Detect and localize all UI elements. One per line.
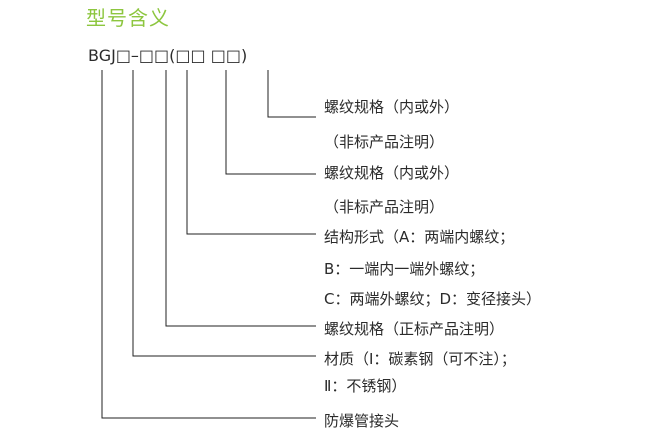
model-code: BGJ□–□□(□□ □□) (88, 46, 248, 65)
desc-structure-type: 结构形式（A：两端内螺纹； (324, 228, 515, 246)
desc-thread-spec-2: 螺纹规格（内或外） (324, 98, 460, 116)
leader-line-material (132, 70, 316, 357)
desc-material: 材质（Ⅰ：碳素钢（可不注）； (324, 350, 516, 368)
page-title: 型号含义 (86, 6, 170, 30)
leader-line-thread-spec-2 (267, 70, 316, 118)
leader-line-structure-type (186, 70, 316, 235)
desc-material-stainless: Ⅱ：不锈钢） (324, 377, 407, 395)
leader-line-product-name (101, 70, 316, 419)
desc-structure-type-cd: C：两端外螺纹；D：变径接头） (324, 290, 542, 308)
leader-line-thread-spec-1 (225, 70, 316, 175)
desc-thread-spec-1-note: （非标产品注明） (324, 198, 445, 216)
leader-line-thread-spec-main (165, 70, 316, 327)
desc-structure-type-b: B：一端内一端外螺纹； (324, 260, 485, 278)
desc-thread-spec-2-note: （非标产品注明） (324, 133, 445, 151)
desc-thread-spec-main: 螺纹规格（正标产品注明） (324, 320, 505, 338)
desc-thread-spec-1: 螺纹规格（内或外） (324, 164, 460, 182)
desc-explosion-proof-fitting: 防爆管接头 (324, 412, 400, 430)
